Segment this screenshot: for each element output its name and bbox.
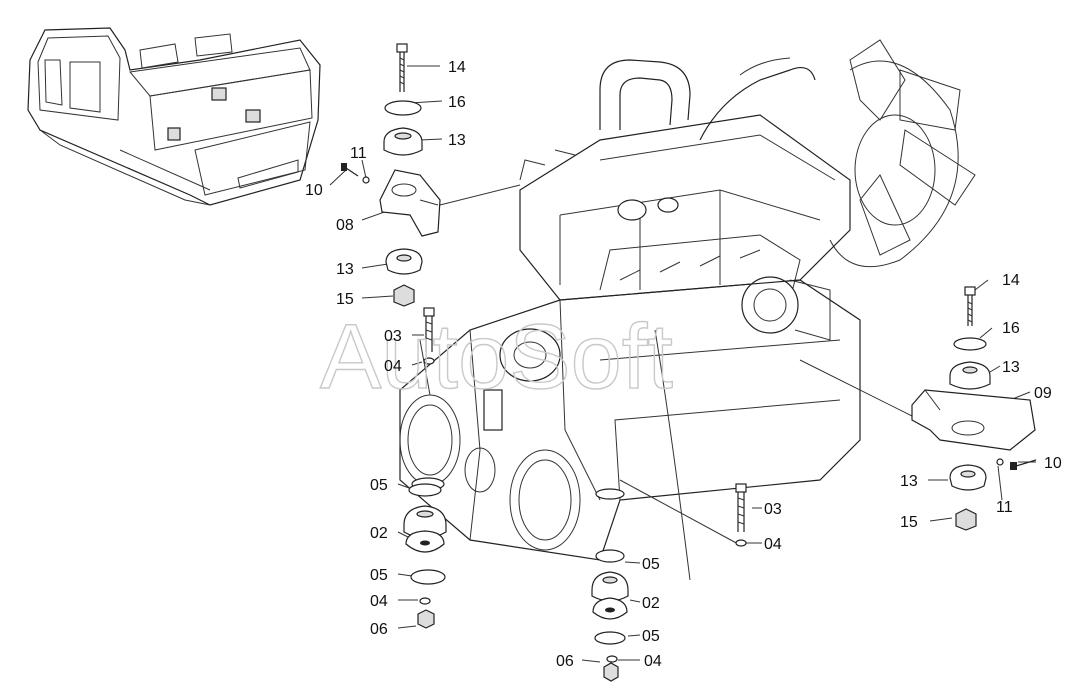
machine-overview-illustration xyxy=(27,27,321,206)
callout-05-fl-bottom: 05 xyxy=(370,567,388,584)
nut-15-right xyxy=(955,508,977,531)
callout-06-fl: 06 xyxy=(370,621,388,638)
callout-10-right: 10 xyxy=(1044,455,1062,472)
rubber-mount-13-left-top xyxy=(383,127,423,156)
callout-03-mid: 03 xyxy=(764,501,782,518)
left-mount-assembly xyxy=(341,43,441,307)
callout-06-fc: 06 xyxy=(556,653,574,670)
rubber-mount-02-fc-upper xyxy=(591,571,629,602)
washer-16-left xyxy=(384,100,422,116)
callout-13-right-bottom: 13 xyxy=(900,473,918,490)
spacer-05-fl-bottom xyxy=(410,569,446,585)
washer-16-right xyxy=(953,337,987,351)
callout-11-right: 11 xyxy=(996,499,1013,516)
callout-02-fl: 02 xyxy=(370,525,388,542)
callout-14-left: 14 xyxy=(448,59,466,76)
nut-15-left xyxy=(393,284,415,307)
callout-15-left: 15 xyxy=(336,291,354,308)
front-left-mount-assembly xyxy=(403,307,447,629)
callout-13-left-bottom: 13 xyxy=(336,261,354,278)
bolt-10-left xyxy=(345,167,359,177)
callout-16-left: 16 xyxy=(448,94,466,111)
callout-15-right: 15 xyxy=(900,514,918,531)
bolt-10-right xyxy=(1015,459,1037,467)
washer-04-top xyxy=(423,357,435,365)
callout-13-right-top: 13 xyxy=(1002,359,1020,376)
right-mount-assembly xyxy=(911,286,1037,531)
callout-04-top: 04 xyxy=(384,358,402,375)
callout-13-left-top: 13 xyxy=(448,132,466,149)
watermark-text: AutoSoft xyxy=(320,306,673,408)
callout-04-mid: 04 xyxy=(764,536,782,553)
callout-16-right: 16 xyxy=(1002,320,1020,337)
washer-04-fc xyxy=(606,655,618,663)
spacer-05-fc-bottom xyxy=(594,631,626,645)
bolt-14-left xyxy=(396,43,408,53)
callout-08: 08 xyxy=(336,217,354,234)
callout-14-right: 14 xyxy=(1002,272,1020,289)
callout-02-fc: 02 xyxy=(642,595,660,612)
callout-03-top: 03 xyxy=(384,328,402,345)
callout-05-fl-top: 05 xyxy=(370,477,388,494)
washer-04-fl xyxy=(419,597,431,605)
callout-09: 09 xyxy=(1034,385,1052,402)
nut-06-fc xyxy=(603,662,619,682)
callout-11-left: 11 xyxy=(350,145,367,162)
callout-labels: 14 16 13 11 10 08 13 15 03 04 05 02 05 0… xyxy=(305,59,1062,670)
callout-10-left: 10 xyxy=(305,182,323,199)
spacer-05-fc-top xyxy=(595,549,625,563)
spacer-05-fl-top xyxy=(408,483,442,497)
bracket-09 xyxy=(911,389,1036,451)
callout-04-fl: 04 xyxy=(370,593,388,610)
nut-06-fl xyxy=(417,609,435,629)
callout-05-fc-bottom: 05 xyxy=(642,628,660,645)
rubber-mount-13-right-top xyxy=(949,361,991,390)
engine-block-illustration xyxy=(399,39,976,581)
bolt-14-right xyxy=(964,286,976,296)
washer-11-left xyxy=(362,176,370,184)
front-center-mount-assembly xyxy=(591,483,747,682)
callout-04-fc: 04 xyxy=(644,653,662,670)
washer-11-right xyxy=(996,458,1004,466)
callout-05-fc-top: 05 xyxy=(642,556,660,573)
washer-04-mid xyxy=(735,539,747,547)
